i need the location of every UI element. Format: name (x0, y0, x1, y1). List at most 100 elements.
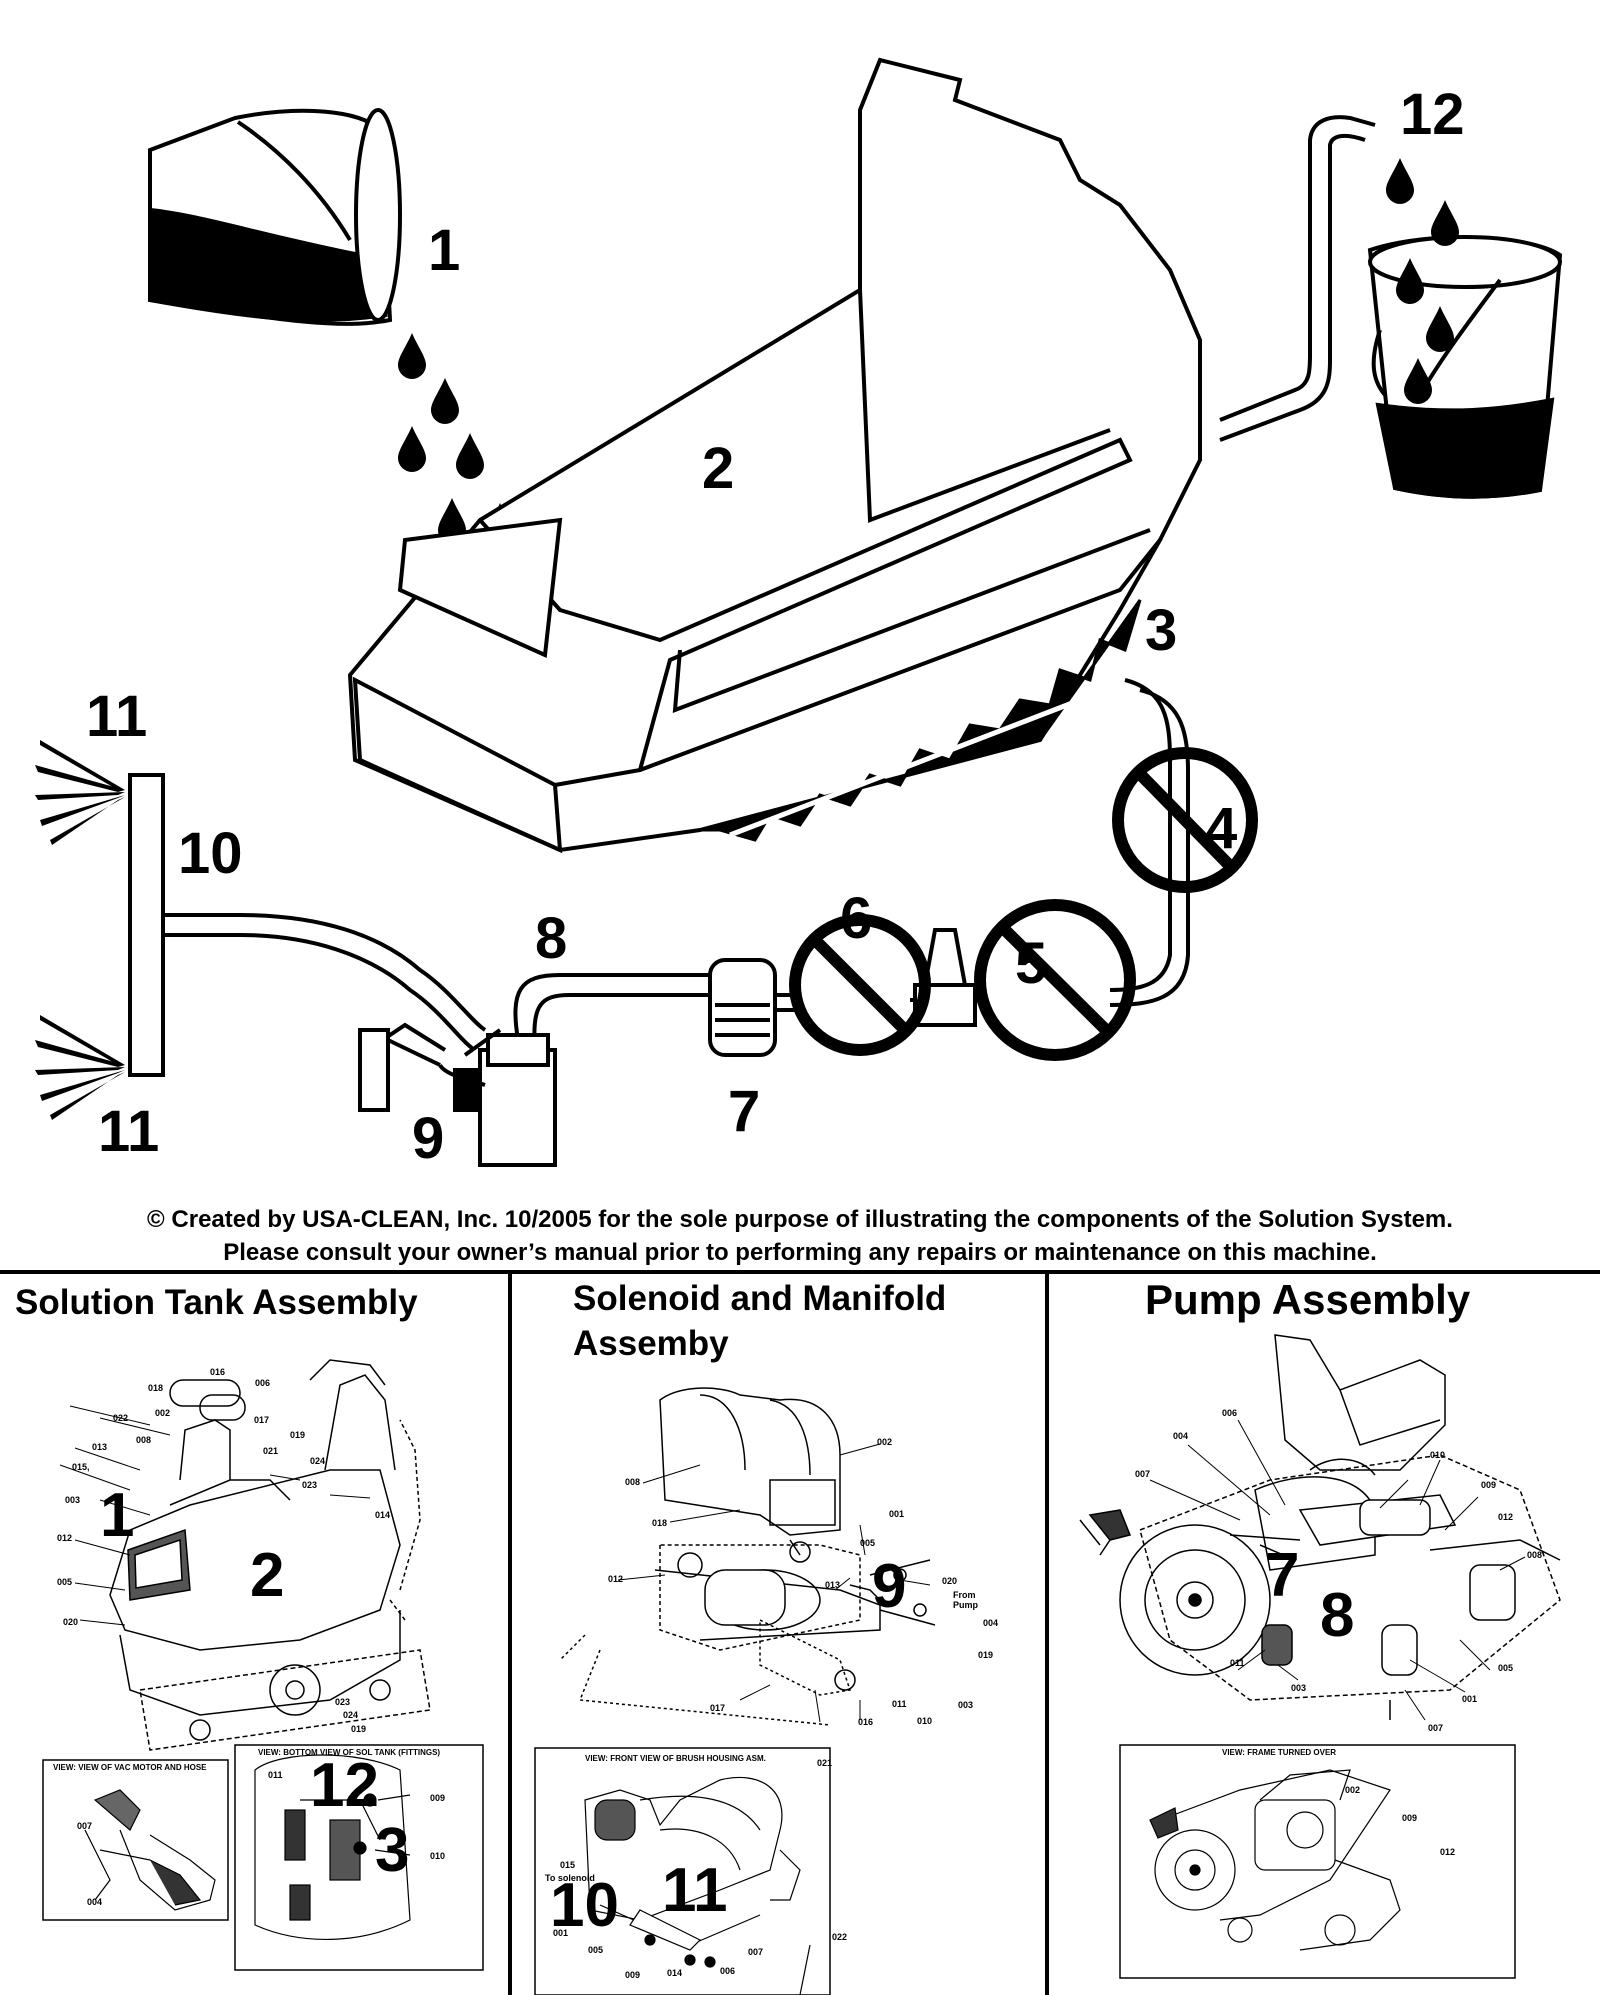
callout-4: 4 (1205, 796, 1238, 861)
part-number: 021 (817, 1758, 833, 1768)
frame-turned-over-view-sketch (1149, 1769, 1401, 1951)
receiving-bucket (1367, 235, 1563, 499)
part-number: 009 (1402, 1813, 1418, 1823)
solution-tank (347, 57, 1202, 854)
part-number: 010 (917, 1716, 933, 1726)
part-number: 006 (1222, 1408, 1238, 1418)
part-number: 012 (57, 1533, 73, 1543)
part-number: 020 (942, 1576, 958, 1586)
part-number: 011 (268, 1770, 283, 1780)
part-number: 014 (375, 1510, 391, 1520)
pump-callout-7: 7 (1265, 1541, 1300, 1610)
part-number: 001 (1462, 1694, 1478, 1704)
part-number: 004 (983, 1618, 999, 1628)
callout-10: 10 (178, 821, 243, 886)
vac-motor-view-sketch (84, 1789, 216, 1911)
part-number: 006 (255, 1378, 271, 1388)
part-number: 018 (148, 1383, 164, 1393)
part-number: 006 (720, 1966, 736, 1976)
solenoid-callout-11: 11 (662, 1856, 728, 1925)
inline-filter (708, 958, 777, 1057)
part-number: 017 (710, 1703, 726, 1713)
part-number: 009 (1481, 1480, 1497, 1490)
part-number: 010 (1430, 1450, 1446, 1460)
part-number: 005 (1498, 1663, 1514, 1673)
pouring-bucket (148, 108, 402, 326)
part-number: 010 (430, 1851, 446, 1861)
part-number: From Pump (953, 1590, 979, 1610)
part-number: 007 (748, 1947, 764, 1957)
part-number: 002 (877, 1437, 893, 1447)
solenoid-callout-10: 10 (550, 1871, 619, 1940)
no-symbol-4 (1112, 747, 1258, 893)
part-number: 015, (72, 1462, 90, 1472)
callout-9: 9 (412, 1106, 445, 1171)
panel-title-solenoid-line1: Solenoid and Manifold (573, 1279, 947, 1318)
part-number: 002 (155, 1408, 171, 1418)
part-number: 020 (63, 1617, 79, 1627)
callout-11-bottom: 11 (98, 1099, 160, 1164)
part-number: 024 (343, 1710, 359, 1720)
spray-top (35, 740, 125, 845)
part-number: 012 (1498, 1512, 1514, 1522)
solution-system-diagram (35, 57, 1563, 1167)
part-number: To solenoid (545, 1873, 595, 1883)
callout-8: 8 (535, 906, 568, 971)
part-number: 005 (57, 1577, 73, 1587)
part-number: 012 (608, 1574, 624, 1584)
part-number: 008 (625, 1477, 641, 1487)
part-number: 007 (1135, 1469, 1151, 1479)
solenoid-valve (358, 1028, 557, 1167)
part-number: 022 (113, 1413, 129, 1423)
tank-callout-1: 1 (100, 1481, 135, 1550)
solenoid-callout-9: 9 (872, 1552, 907, 1621)
no-symbol-6 (789, 914, 931, 1056)
part-number: 007 (77, 1821, 93, 1831)
part-number: 001 (553, 1928, 569, 1938)
tank-callout-2: 2 (250, 1541, 285, 1610)
part-number: 019 (290, 1430, 306, 1440)
part-number: 023 (302, 1480, 318, 1490)
part-number: 016 (858, 1717, 874, 1727)
part-number: 019 (978, 1650, 994, 1660)
part-number: 021 (263, 1446, 279, 1456)
part-number: 003 (1291, 1683, 1307, 1693)
part-number: 014 (667, 1968, 683, 1978)
part-number: 015 (560, 1860, 576, 1870)
part-number: 013 (92, 1442, 108, 1452)
part-number: 019 (351, 1724, 367, 1734)
part-number: 024 (310, 1456, 326, 1466)
part-number: 017 (254, 1415, 270, 1425)
callout-7: 7 (728, 1079, 761, 1144)
callout-3: 3 (1145, 598, 1178, 663)
callout-1: 1 (428, 218, 461, 283)
no-symbol-5 (974, 899, 1136, 1061)
part-number: 016 (210, 1367, 226, 1377)
view-label-vac-motor: VIEW: VIEW OF VAC MOTOR AND HOSE (53, 1763, 207, 1772)
view-label-brush-housing: VIEW: FRONT VIEW OF BRUSH HOUSING ASM. (585, 1754, 766, 1763)
panel-title-solenoid-line2: Assemby (573, 1324, 729, 1363)
spray-bottom (35, 1015, 125, 1120)
callout-5: 5 (1015, 931, 1048, 996)
copyright-line-2: Please consult your owner’s manual prior… (223, 1239, 1377, 1266)
view-label-bottom-sol-tank: VIEW: BOTTOM VIEW OF SOL TANK (FITTINGS) (258, 1748, 441, 1757)
part-number: 018 (652, 1518, 668, 1528)
callout-12: 12 (1400, 82, 1465, 147)
pump-callout-8: 8 (1320, 1581, 1355, 1650)
part-number: 005 (860, 1538, 876, 1548)
part-number: 004 (87, 1897, 103, 1907)
view-label-frame-turned: VIEW: FRAME TURNED OVER (1222, 1748, 1337, 1757)
part-number: 011 (1230, 1658, 1245, 1668)
part-number: 005 (588, 1945, 604, 1955)
callout-2: 2 (702, 436, 735, 501)
spray-bar (128, 773, 165, 1077)
callout-6: 6 (840, 886, 873, 951)
panel-title-pump: Pump Assembly (1145, 1276, 1471, 1323)
part-number: 007 (1428, 1723, 1444, 1733)
tank-callout-3: 3 (375, 1816, 410, 1885)
part-number: 001 (889, 1509, 905, 1519)
part-number: 009 (625, 1970, 641, 1980)
part-number: 011 (892, 1699, 907, 1709)
part-number: 003 (958, 1700, 974, 1710)
copyright-line-1: © Created by USA-CLEAN, Inc. 10/2005 for… (147, 1206, 1453, 1233)
